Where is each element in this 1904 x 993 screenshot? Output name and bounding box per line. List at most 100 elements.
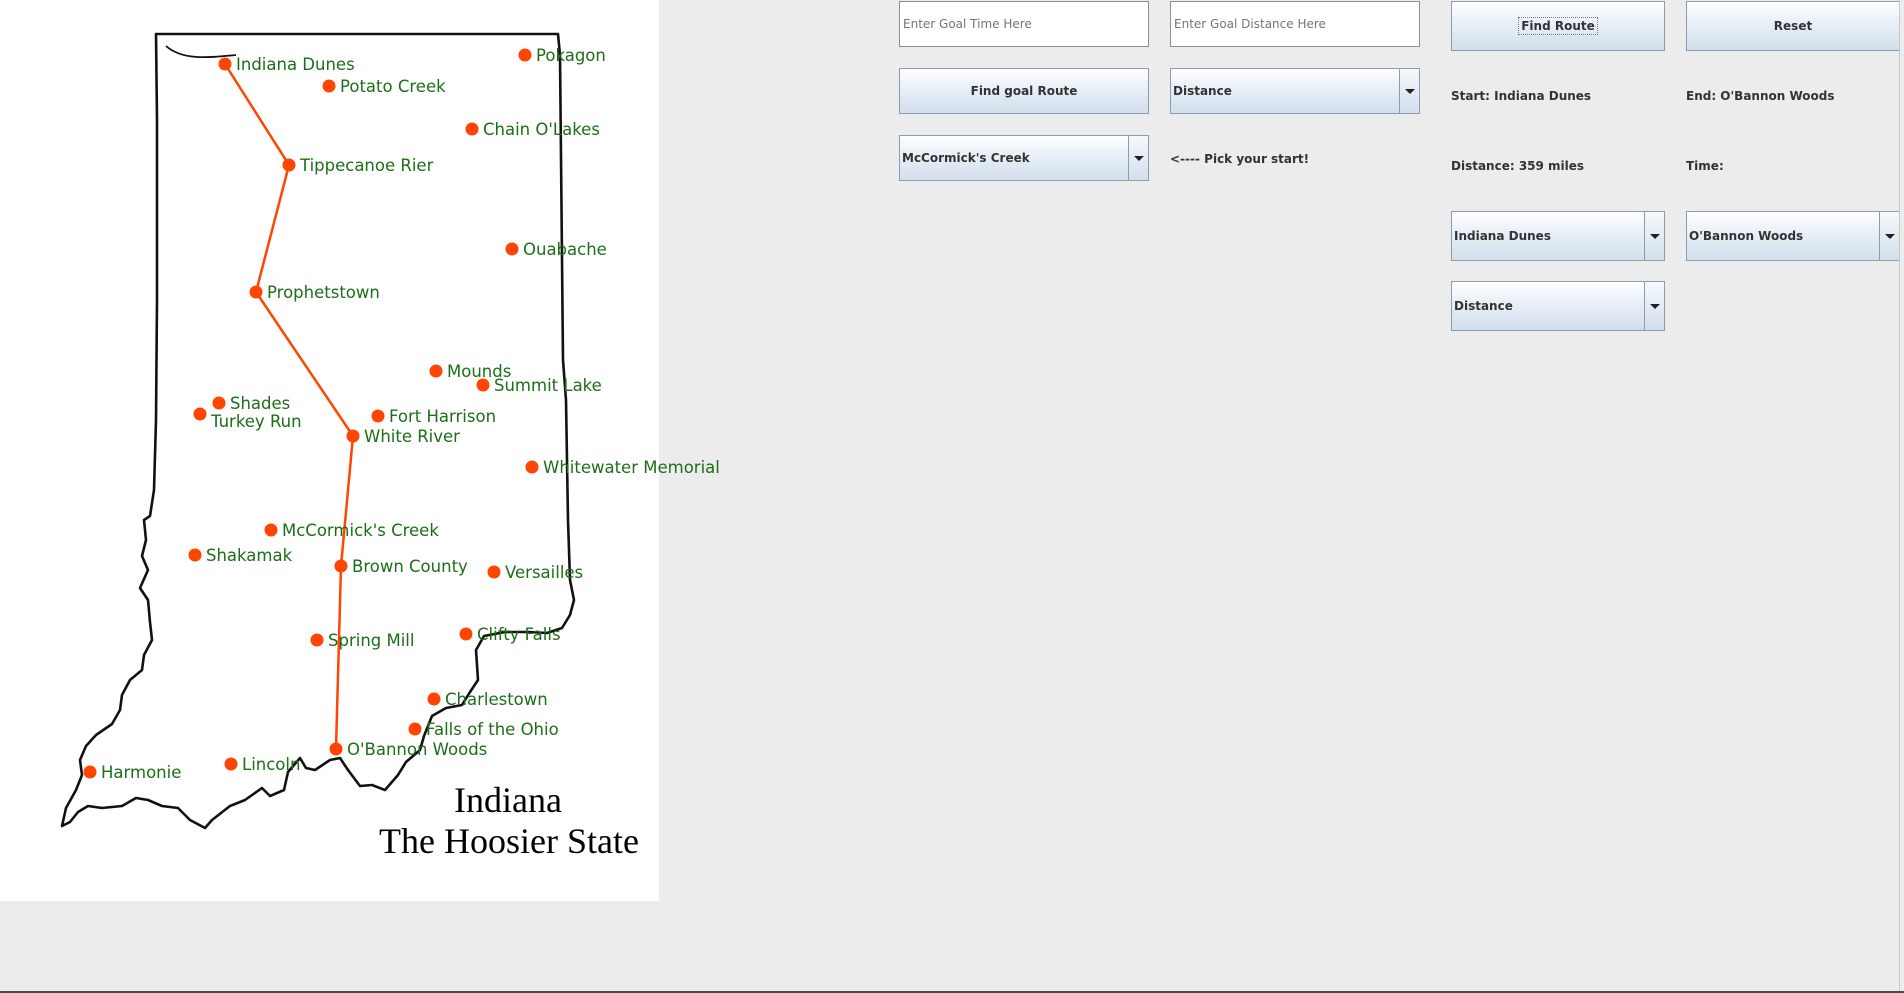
park-dot (465, 122, 479, 136)
reset-button[interactable]: Reset (1686, 1, 1900, 51)
time-label: Time: (1686, 159, 1724, 173)
park-dot (459, 627, 473, 641)
start-park-dropdown[interactable]: McCormick's Creek (899, 135, 1149, 181)
park-dot (487, 565, 501, 579)
distance-label: Distance: 359 miles (1451, 159, 1585, 173)
map-subtitle: The Hoosier State (379, 821, 639, 861)
park-marker: Shades (212, 394, 290, 413)
reset-label: Reset (1773, 19, 1813, 33)
park-marker: Chain O'Lakes (465, 120, 600, 139)
park-dot (525, 460, 539, 474)
park-label: Versailles (505, 563, 583, 582)
goal-metric-value: Distance (1173, 84, 1232, 98)
park-marker: Tippecanoe Rier (282, 156, 434, 175)
park-label: Mounds (447, 362, 511, 381)
park-dot (249, 285, 263, 299)
park-dot (427, 692, 441, 706)
window-edge (1899, 0, 1900, 991)
park-dot (505, 242, 519, 256)
park-marker: Lincoln (224, 755, 300, 774)
park-marker: Mounds (429, 362, 511, 381)
end-label: End: O'Bannon Woods (1686, 89, 1835, 103)
park-label: Clifty Falls (477, 625, 561, 644)
park-marker: Brown County (334, 557, 468, 576)
park-label: White River (364, 427, 460, 446)
park-marker: Versailles (487, 563, 583, 582)
chevron-down-icon[interactable] (1879, 212, 1899, 260)
route-end-value: O'Bannon Woods (1689, 229, 1804, 243)
park-label: Shades (230, 394, 290, 413)
park-dot (83, 765, 97, 779)
park-label: Potato Creek (340, 77, 446, 96)
chevron-down-icon[interactable] (1399, 69, 1419, 113)
find-route-button[interactable]: Find Route (1451, 1, 1665, 51)
park-dot (429, 364, 443, 378)
park-dot (193, 407, 207, 421)
park-marker: Ouabache (505, 240, 607, 259)
goal-time-input[interactable] (899, 1, 1149, 47)
park-marker: O'Bannon Woods (329, 740, 487, 759)
park-label: Pokagon (536, 46, 606, 65)
park-marker: Whitewater Memorial (525, 458, 720, 477)
park-label: O'Bannon Woods (347, 740, 487, 759)
park-label: Indiana Dunes (236, 55, 355, 74)
park-label: Charlestown (445, 690, 548, 709)
park-marker: White River (346, 427, 460, 446)
route-start-value: Indiana Dunes (1454, 229, 1551, 243)
goal-metric-dropdown[interactable]: Distance (1170, 68, 1420, 114)
park-label: Spring Mill (328, 631, 414, 650)
park-dot (346, 429, 360, 443)
start-label: Start: Indiana Dunes (1451, 89, 1592, 103)
map-title: Indiana (454, 780, 562, 820)
route-start-dropdown[interactable]: Indiana Dunes (1451, 211, 1665, 261)
goal-distance-input[interactable] (1170, 1, 1420, 47)
park-marker: McCormick's Creek (264, 521, 439, 540)
park-label: Falls of the Ohio (426, 720, 559, 739)
park-marker: Potato Creek (322, 77, 446, 96)
park-marker: Indiana Dunes (218, 55, 355, 74)
route-metric-dropdown[interactable]: Distance (1451, 281, 1665, 331)
park-label: Brown County (352, 557, 468, 576)
park-label: Prophetstown (267, 283, 380, 302)
find-goal-route-button[interactable]: Find goal Route (899, 68, 1149, 114)
park-dot (282, 158, 296, 172)
route-end-dropdown[interactable]: O'Bannon Woods (1686, 211, 1900, 261)
park-marker: Shakamak (188, 546, 293, 565)
park-label: Fort Harrison (389, 407, 496, 426)
park-label: Summit Lake (494, 376, 602, 395)
park-marker: Pokagon (518, 46, 606, 65)
park-dot (212, 396, 226, 410)
park-marker: Harmonie (83, 763, 181, 782)
state-outline (60, 32, 576, 830)
park-marker: Fort Harrison (371, 407, 496, 426)
park-dot (408, 722, 422, 736)
park-dot (518, 48, 532, 62)
park-dot (322, 79, 336, 93)
park-dot (476, 378, 490, 392)
pick-start-hint: <---- Pick your start! (1170, 152, 1310, 166)
park-marker: Spring Mill (310, 631, 414, 650)
start-park-value: McCormick's Creek (902, 151, 1030, 165)
park-label: Shakamak (206, 546, 293, 565)
park-marker: Clifty Falls (459, 625, 561, 644)
chevron-down-icon[interactable] (1644, 212, 1664, 260)
route-metric-value: Distance (1454, 299, 1513, 313)
park-marker: Turkey Run (193, 407, 302, 431)
park-label: Harmonie (101, 763, 181, 782)
park-dot (224, 757, 238, 771)
park-label: Lincoln (242, 755, 300, 774)
chevron-down-icon[interactable] (1644, 282, 1664, 330)
park-label: Ouabache (523, 240, 607, 259)
park-marker: Falls of the Ohio (408, 720, 559, 739)
chevron-down-icon[interactable] (1128, 136, 1148, 180)
park-dot (218, 57, 232, 71)
park-marker: Charlestown (427, 690, 548, 709)
park-dot (334, 559, 348, 573)
route-line (223, 63, 355, 750)
lake-michigan-shoreline (165, 45, 237, 59)
park-label: McCormick's Creek (282, 521, 439, 540)
